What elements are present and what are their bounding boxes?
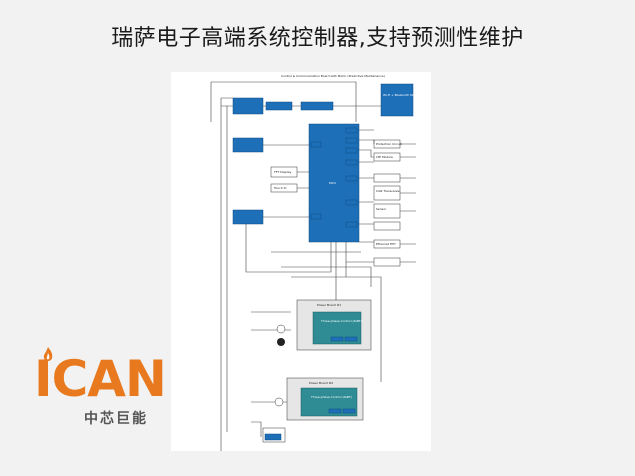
mcu-port-left-2: [310, 213, 322, 220]
mcu-label: MCU: [329, 181, 336, 185]
regulator-block: [300, 101, 334, 111]
logo-mark: ICAN: [34, 350, 167, 408]
power-board-1-label: Power Board #1: [317, 303, 341, 307]
mcu-port-7: [345, 221, 358, 228]
wires-bottom: [251, 311, 291, 437]
mcu-port-left-1: [310, 141, 322, 148]
power-board-2-label: Power Board #2: [309, 381, 333, 385]
fan-icon: [277, 338, 285, 346]
pb2-port-a: [328, 408, 342, 414]
protection-circuit-label: Protection Circuit: [376, 142, 403, 146]
motor-1-icon: [276, 324, 286, 334]
wires-right: [346, 129, 375, 263]
board-outline: [210, 81, 357, 122]
power-input-block: [232, 97, 264, 115]
diagram-heading: Control & Communication Board with Motor…: [281, 74, 385, 78]
block-diagram-svg: Control & Communication Board with Motor…: [210, 74, 421, 451]
mcu-port-3: [345, 147, 358, 154]
can-label: CAN Transceiver: [376, 189, 401, 193]
dc-regulator-block: [265, 101, 293, 111]
tft-label: TFT Display: [273, 170, 292, 174]
ethernet-label: Ethernet PHY: [376, 242, 396, 246]
pb2-port-b: [342, 408, 356, 414]
wires-vertical: [220, 98, 382, 451]
isolation-block: [373, 221, 401, 231]
block-diagram: Control & Communication Board with Motor…: [171, 72, 431, 451]
three-phase-control-1-label: Three-phase Control (IGBT): [320, 319, 362, 323]
gate-driver-block-1: [232, 137, 264, 153]
three-phase-control-2-label: Three-phase Control (IGBT): [310, 395, 352, 399]
protection-circuit-3: [373, 257, 401, 267]
gate-driver-block-2: [232, 209, 264, 225]
logo-subtitle: 中芯巨能: [84, 411, 148, 427]
mcu-port-4: [345, 159, 358, 166]
pressure-sensor-inner: [264, 433, 282, 441]
motor-2-icon: [274, 397, 284, 407]
mcu-port-5: [345, 175, 358, 182]
ican-logo: ICAN 中芯巨能: [34, 346, 167, 427]
lte-label: LTE Module: [376, 155, 393, 159]
touch-label: Touch IC: [273, 186, 287, 190]
mcu-port-2: [345, 137, 358, 144]
pb1-port-b: [344, 336, 358, 342]
mcu-port-6: [345, 199, 358, 206]
wires-top: [221, 97, 381, 107]
sensor-label: Sensor: [376, 207, 387, 211]
wires-out: [400, 143, 416, 263]
slide-title: 瑞萨电子高端系统控制器,支持预测性维护: [111, 26, 524, 51]
protection-circuit-2: [373, 173, 401, 183]
flame-icon: [43, 347, 53, 361]
pb1-port-a: [330, 336, 344, 342]
connectivity-module: [380, 83, 414, 117]
connectivity-module-label: Wi-Fi + Bluetooth Module: [383, 93, 421, 97]
mcu-port-1: [345, 127, 358, 134]
wires-left: [263, 144, 309, 218]
